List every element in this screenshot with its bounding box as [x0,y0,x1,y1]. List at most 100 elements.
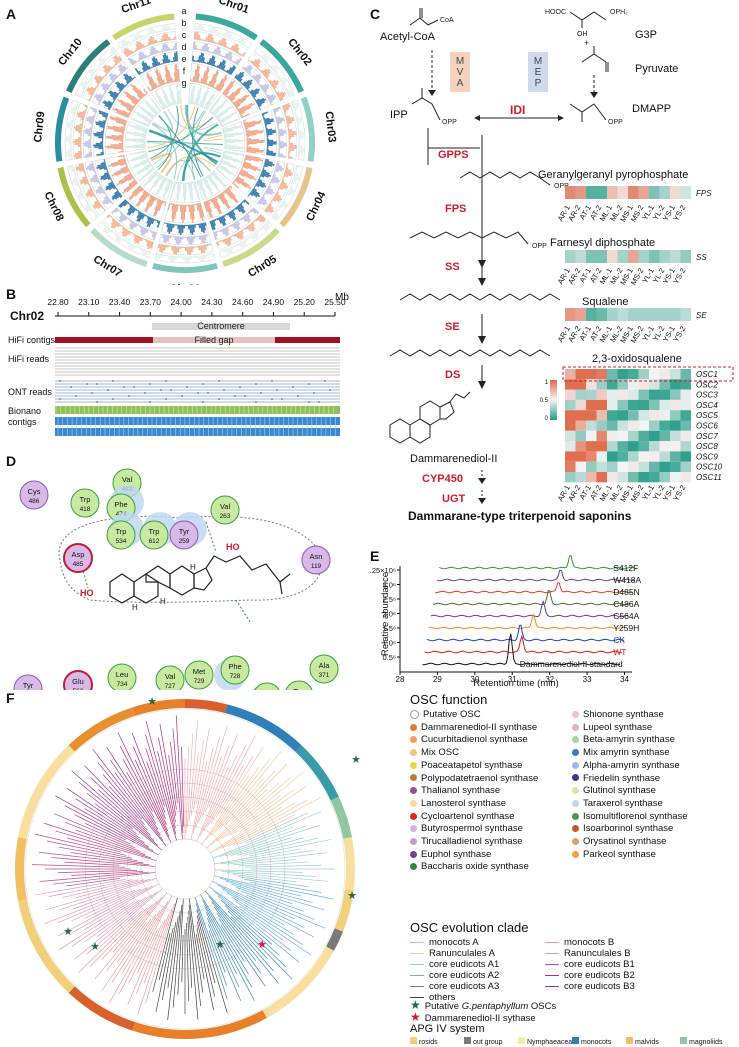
tree-branch [57,889,136,924]
track-bin [97,66,100,69]
track-bin [110,178,112,181]
track-bin [66,123,73,127]
track-bin [236,175,245,182]
red-star-icon: ★ [257,939,267,951]
track-bin [261,111,268,116]
apg-label: rosids [419,1039,438,1046]
track-bin [103,175,111,181]
track-bin [253,219,256,222]
tree-branch [216,777,292,842]
heat-cell-osc [617,441,628,452]
track-bin [240,53,243,56]
track-bin [227,66,233,74]
track-bin [97,163,106,168]
tree-branch [218,825,307,858]
track-bin [141,62,147,72]
track-bin [109,201,113,204]
track-bin [123,169,130,174]
acetyl-coa-structure [409,8,439,26]
track-bin [205,82,208,85]
track-bin [162,179,171,198]
track-bin [244,158,252,162]
track-bin [82,170,86,173]
track-bin [250,234,256,240]
track-bin [100,151,104,154]
track-bin [189,96,191,104]
track-bin [267,94,274,99]
track-tick-label: 24.00 [170,297,192,307]
track-bin [263,89,268,93]
scale-swatch [550,404,557,406]
track-bin [162,59,165,64]
track-bin [80,83,87,88]
tree-branch [226,892,285,926]
track-bin [242,200,246,203]
track-bin [192,41,196,50]
tree-branch [74,891,158,960]
trace-label: CK [613,635,625,645]
track-bin [148,81,155,90]
heat-cell-se [638,308,649,321]
tree-branch [188,904,202,1007]
track-bin [221,158,224,160]
track-bin [298,140,300,143]
filled-gap-label: Filled gap [194,335,233,345]
track-bin [255,98,260,102]
track-bin [142,71,145,73]
track-bin [187,182,190,190]
track-bin [198,80,200,83]
track-bin [174,65,178,82]
track-bin [145,250,149,256]
track-bin [160,176,164,181]
residue-name: Trp [80,495,91,504]
chr-band-Chr06 [152,262,218,273]
track-bin [161,48,164,52]
tree-branch [58,846,138,862]
track-bin [226,95,229,98]
synteny-link [147,116,214,153]
track-bin [234,98,247,108]
track-bin [78,131,82,134]
track-bin [175,236,179,244]
ggpp-structure [459,171,551,186]
clade-item: Ranunculales B [545,948,631,959]
track-bin [200,53,205,63]
track-bin [162,201,165,205]
track-bin [212,171,227,187]
tree-branch [132,746,167,825]
track-bin [132,87,143,99]
track-bin [223,124,243,132]
track-bin [201,45,205,51]
track-bin [269,182,272,185]
track-bin [243,162,259,169]
track-bin [237,232,243,240]
track-bin [226,237,232,245]
track-bin [278,130,286,133]
track-bin [78,190,83,195]
tree-branch [86,888,163,955]
track-bin [240,168,249,174]
track-bin [265,207,273,214]
track-bin [298,128,300,131]
track-bin [102,197,110,203]
track-bin [149,230,152,232]
track-bin [175,182,178,184]
tree-branch [155,927,174,1013]
track-bin [111,167,129,177]
residue-num: 728 [230,673,241,680]
heat-cell-fps [680,186,691,199]
track-bin [192,224,195,233]
tree-branch [221,888,315,938]
residue-num: 727 [165,683,176,690]
track-bin [120,148,124,150]
track-bin [179,204,182,212]
track-bin [171,256,175,263]
tree-branch [215,802,295,851]
track-bin [224,91,230,97]
track-bin [186,224,189,226]
track-bin [78,185,80,188]
heat-gene-osc: OSC11 [696,473,722,482]
track-bin [151,231,156,238]
tree-branch [220,924,245,962]
